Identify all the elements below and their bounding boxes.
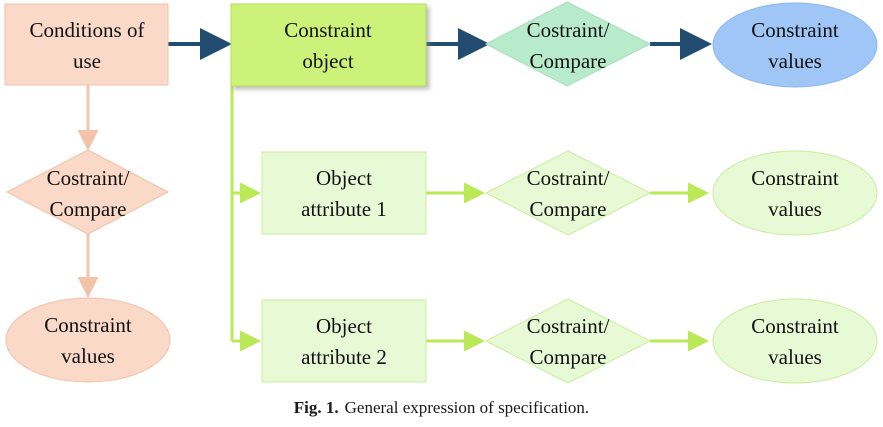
compare-attr1-line2: Compare bbox=[530, 197, 607, 221]
specification-flow-diagram: Conditions of use Constraint object Cost… bbox=[4, 1, 878, 384]
conditions-of-use-node: Conditions of use bbox=[4, 3, 169, 86]
attribute-1-line2: attribute 1 bbox=[301, 197, 387, 221]
compare-attr1-diamond: Costraint/ Compare bbox=[484, 150, 652, 236]
values-attr1-ellipse: Constraint values bbox=[712, 150, 878, 236]
values-attr2-line1: Constraint bbox=[751, 314, 839, 338]
constraint-object-line2: object bbox=[302, 49, 353, 73]
values-top-ellipse: Constraint values bbox=[712, 2, 878, 88]
values-top-line1: Constraint bbox=[751, 18, 839, 42]
constraint-object-line1: Constraint bbox=[284, 18, 372, 42]
compare-left-line2: Compare bbox=[50, 197, 127, 221]
constraint-object-node: Constraint object bbox=[230, 3, 427, 87]
values-left-ellipse: Constraint values bbox=[5, 297, 171, 383]
compare-top-line1: Costraint/ bbox=[527, 18, 610, 42]
conditions-of-use-line1: Conditions of bbox=[30, 18, 145, 42]
compare-attr2-diamond: Costraint/ Compare bbox=[484, 298, 652, 384]
object-attribute-1-node: Object attribute 1 bbox=[261, 151, 427, 235]
values-attr2-ellipse: Constraint values bbox=[712, 298, 878, 384]
values-attr2-line2: values bbox=[768, 345, 822, 369]
values-left-line2: values bbox=[61, 344, 115, 368]
attribute-2-line1: Object bbox=[316, 314, 372, 338]
values-left-line1: Constraint bbox=[44, 313, 132, 337]
values-attr1-line2: values bbox=[768, 197, 822, 221]
figure-caption: Fig. 1. General expression of specificati… bbox=[0, 398, 883, 418]
conditions-of-use-line2: use bbox=[73, 49, 101, 73]
compare-attr2-line2: Compare bbox=[530, 345, 607, 369]
object-attribute-2-node: Object attribute 2 bbox=[261, 299, 427, 383]
compare-top-diamond: Costraint/ Compare bbox=[484, 1, 652, 87]
compare-left-diamond: Costraint/ Compare bbox=[5, 149, 170, 235]
compare-left-line1: Costraint/ bbox=[47, 166, 130, 190]
values-top-line2: values bbox=[768, 49, 822, 73]
compare-attr2-line1: Costraint/ bbox=[527, 314, 610, 338]
attribute-2-line2: attribute 2 bbox=[301, 345, 387, 369]
figure-label: Fig. 1. bbox=[293, 398, 339, 417]
compare-top-line2: Compare bbox=[530, 49, 607, 73]
connectors bbox=[77, 28, 712, 352]
compare-attr1-line1: Costraint/ bbox=[527, 166, 610, 190]
values-attr1-line1: Constraint bbox=[751, 166, 839, 190]
attribute-1-line1: Object bbox=[316, 166, 372, 190]
figure-caption-text: General expression of specification. bbox=[344, 398, 590, 417]
